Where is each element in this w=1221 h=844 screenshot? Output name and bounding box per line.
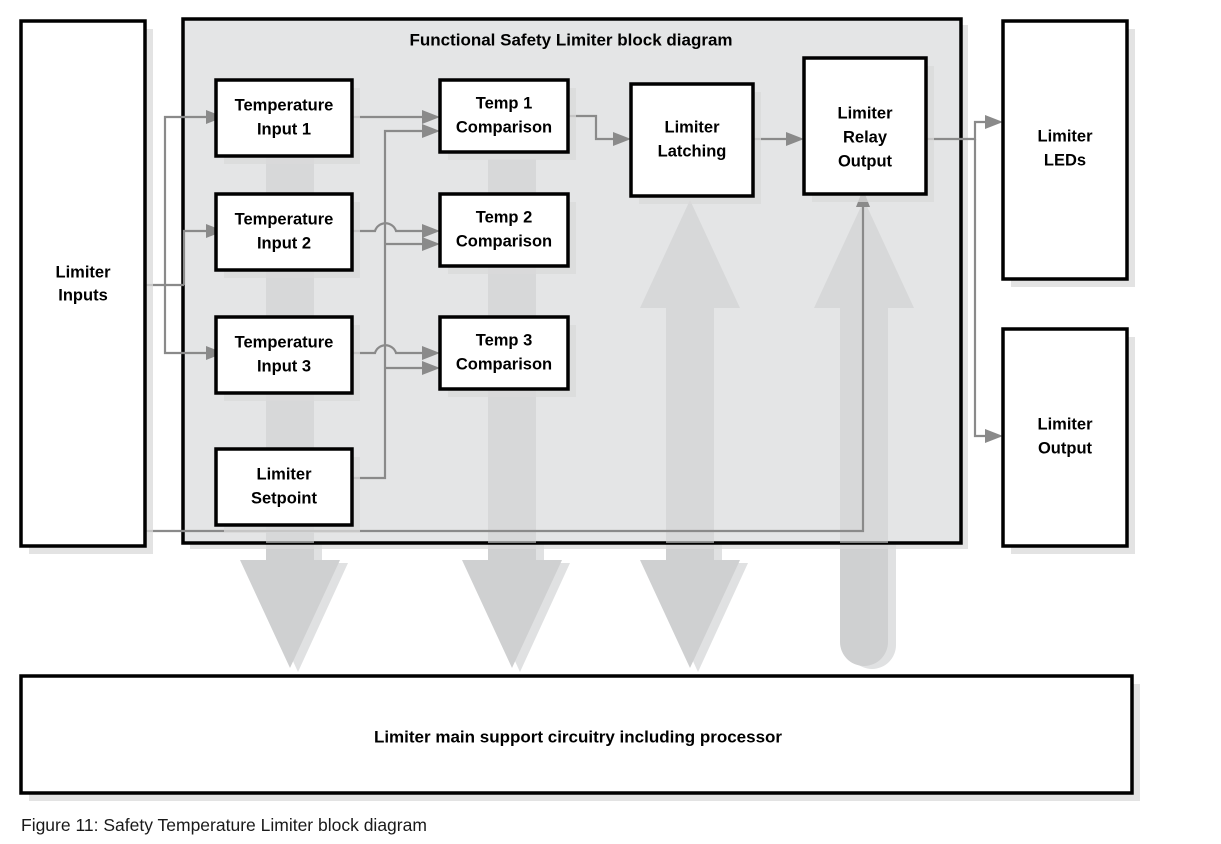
block-temperature-input-3[interactable]: Temperature Input 3 bbox=[214, 315, 360, 401]
block-temperature-input-3-label-line2: Input 3 bbox=[257, 357, 311, 375]
block-temp-3-comparison-label-line1: Temp 3 bbox=[476, 331, 533, 349]
block-limiter-latching[interactable]: Limiter Latching bbox=[629, 82, 761, 204]
block-temperature-input-2-label-line2: Input 2 bbox=[257, 234, 311, 252]
block-limiter-relay-output-label-line2: Relay bbox=[843, 128, 888, 146]
block-limiter-relay-output-label-line3: Output bbox=[838, 152, 893, 170]
block-temp-1-comparison[interactable]: Temp 1 Comparison bbox=[438, 78, 576, 160]
wire-temp-input-2-to-comparison-2 bbox=[351, 222, 440, 238]
block-limiter-output-label-line2: Output bbox=[1038, 439, 1093, 457]
block-limiter-relay-output-label-line1: Limiter bbox=[837, 104, 893, 122]
wire-temp-input-3-to-comparison-3 bbox=[351, 344, 440, 360]
wire-temp-input-1-to-comparison-1 bbox=[351, 110, 440, 124]
block-limiter-inputs[interactable]: Limiter Inputs bbox=[19, 19, 153, 554]
panel-title: Functional Safety Limiter block diagram bbox=[409, 30, 732, 49]
wire-comparison-1-to-latching bbox=[561, 114, 631, 146]
block-temp-2-comparison[interactable]: Temp 2 Comparison bbox=[438, 192, 576, 274]
block-temp-3-comparison[interactable]: Temp 3 Comparison bbox=[438, 315, 576, 397]
block-temp-1-comparison-label-line2: Comparison bbox=[456, 118, 552, 136]
block-limiter-leds-label-line2: LEDs bbox=[1044, 151, 1086, 169]
block-support-circuitry-label: Limiter main support circuitry including… bbox=[374, 727, 782, 746]
block-limiter-setpoint[interactable]: Limiter Setpoint bbox=[214, 447, 360, 533]
block-limiter-latching-label-line1: Limiter bbox=[664, 118, 720, 136]
block-limiter-leds[interactable]: Limiter LEDs bbox=[1001, 19, 1135, 287]
block-temperature-input-1-label-line2: Input 1 bbox=[257, 120, 311, 138]
block-limiter-output[interactable]: Limiter Output bbox=[1001, 327, 1135, 554]
block-support-circuitry[interactable]: Limiter main support circuitry including… bbox=[19, 674, 1140, 801]
block-temp-2-comparison-label-line2: Comparison bbox=[456, 232, 552, 250]
block-limiter-setpoint-label-line1: Limiter bbox=[256, 465, 312, 483]
wire-setpoint-to-comparisons bbox=[351, 124, 440, 480]
wire-relay-output-to-leds-and-output bbox=[925, 115, 1003, 443]
block-temp-3-comparison-label-line2: Comparison bbox=[456, 355, 552, 373]
figure-caption: Figure 11: Safety Temperature Limiter bl… bbox=[21, 815, 427, 835]
block-temp-2-comparison-label-line1: Temp 2 bbox=[476, 208, 533, 226]
block-limiter-relay-output[interactable]: Limiter Relay Output bbox=[802, 56, 934, 202]
block-limiter-latching-label-line2: Latching bbox=[658, 142, 727, 160]
block-temperature-input-2[interactable]: Temperature Input 2 bbox=[214, 192, 360, 278]
block-limiter-inputs-label-line2: Inputs bbox=[58, 286, 108, 304]
block-limiter-setpoint-label-line2: Setpoint bbox=[251, 489, 317, 507]
block-temperature-input-3-label-line1: Temperature bbox=[235, 333, 334, 351]
block-limiter-output-label-line1: Limiter bbox=[1037, 415, 1093, 433]
block-limiter-leds-label-line1: Limiter bbox=[1037, 127, 1093, 145]
block-limiter-inputs-label-line1: Limiter bbox=[55, 263, 111, 281]
block-temperature-input-1-label-line1: Temperature bbox=[235, 96, 334, 114]
block-temp-1-comparison-label-line1: Temp 1 bbox=[476, 94, 533, 112]
block-temperature-input-2-label-line1: Temperature bbox=[235, 210, 334, 228]
block-temperature-input-1[interactable]: Temperature Input 1 bbox=[214, 78, 360, 164]
